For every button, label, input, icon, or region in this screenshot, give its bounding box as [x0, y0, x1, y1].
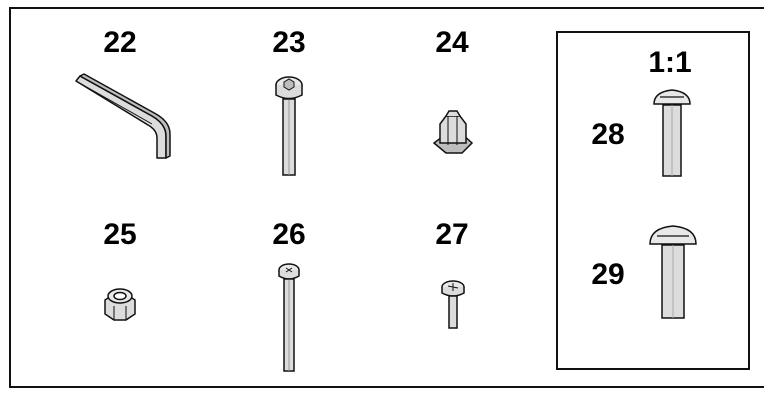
pan-head-screw-small-icon [654, 90, 690, 176]
long-bolt-icon [279, 264, 299, 371]
pan-head-screw-large-icon [650, 226, 696, 318]
tube-insert-icon [434, 111, 472, 153]
hex-socket-bolt-icon [276, 77, 302, 175]
lock-nut-icon [105, 289, 135, 320]
hex-key-icon [76, 74, 170, 158]
short-screw-icon [442, 281, 464, 328]
